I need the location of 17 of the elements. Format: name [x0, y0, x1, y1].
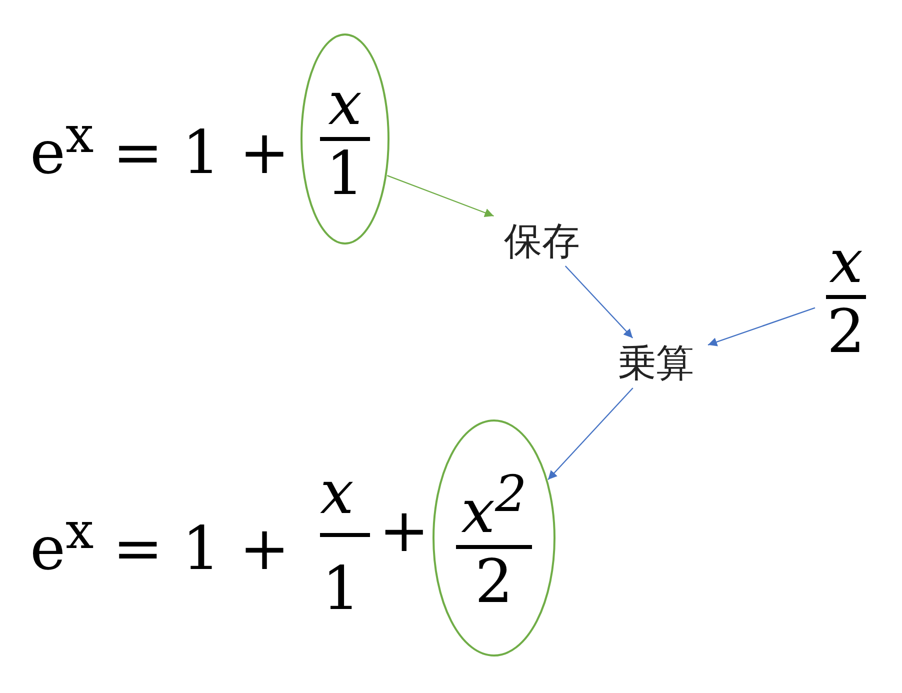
- arrow: [708, 307, 816, 346]
- numerator: x: [320, 460, 354, 526]
- plus-sign: +: [379, 498, 430, 564]
- step-label: 保存: [504, 218, 580, 264]
- numerator: x: [328, 71, 362, 137]
- denominator: 2: [474, 549, 514, 615]
- equation-text: e$^{x}$ = 1 +: [30, 105, 290, 186]
- denominator: 1: [322, 556, 360, 622]
- arrow: [564, 266, 634, 338]
- denominator: 1: [326, 141, 364, 207]
- step-label: 乗算: [618, 340, 694, 386]
- numerator: x$^{2}$: [461, 464, 527, 545]
- arrow: [548, 388, 634, 480]
- equation-text: e$^{x}$ = 1 +: [30, 501, 290, 582]
- arrow: [387, 175, 494, 218]
- denominator: 2: [826, 299, 866, 365]
- numerator: x: [829, 229, 863, 295]
